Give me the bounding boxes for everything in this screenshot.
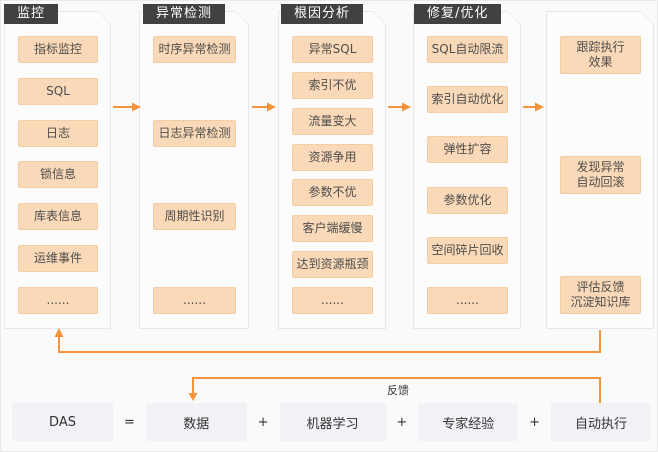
panel-tracking: 跟踪执行 效果 发现异常 自动回滚 评估反馈 沉淀知识库 <box>546 11 654 329</box>
item-box: 跟踪执行 效果 <box>560 36 641 74</box>
item-box: 日志 <box>18 120 98 147</box>
item-box: ...... <box>18 287 98 314</box>
arrow-right-icon <box>113 102 141 112</box>
equals-sign: = <box>123 414 135 430</box>
item-box: 发现异常 自动回滚 <box>560 156 641 194</box>
item-box: SQL自动限流 <box>427 36 508 63</box>
item-box: 时序异常检测 <box>153 36 236 63</box>
equation-term-das: DAS <box>12 403 113 441</box>
item-box: 达到资源瓶颈 <box>292 251 373 278</box>
header-anomaly-detection: 异常检测 <box>143 4 226 24</box>
item-box: 运维事件 <box>18 245 98 272</box>
item-box: 锁信息 <box>18 161 98 188</box>
item-box: ...... <box>292 287 373 314</box>
item-box: 空间碎片回收 <box>427 237 508 264</box>
equation-term-expert-experience: 专家经验 <box>418 403 519 441</box>
item-box: 资源争用 <box>292 144 373 171</box>
panel-fix-optimize: SQL自动限流 索引自动优化 弹性扩容 参数优化 空间碎片回收 ...... <box>413 11 521 329</box>
arrow-right-icon <box>523 102 544 112</box>
item-box: 弹性扩容 <box>427 136 508 163</box>
item-box: 库表信息 <box>18 203 98 230</box>
panel-items: 异常SQL 索引不优 流量变大 资源争用 参数不优 客户端缓慢 达到资源瓶颈 .… <box>292 36 373 314</box>
feedback-label: 反馈 <box>387 384 409 397</box>
item-box: SQL <box>18 78 98 105</box>
feedback-loop-arrow-icon <box>54 328 601 353</box>
equation-term-auto-execution: 自动执行 <box>551 403 651 441</box>
item-box: 索引不优 <box>292 72 373 99</box>
panel-items: 时序异常检测 日志异常检测 周期性识别 ...... <box>153 36 236 314</box>
panel-body <box>140 12 248 328</box>
header-monitoring: 监控 <box>4 4 59 24</box>
header-fix-optimize: 修复/优化 <box>414 4 502 24</box>
equation-term-machine-learning: 机器学习 <box>279 403 386 441</box>
panel-body <box>414 12 520 328</box>
plus-sign: + <box>529 414 541 430</box>
panel-root-cause-analysis: 异常SQL 索引不优 流量变大 资源争用 参数不优 客户端缓慢 达到资源瓶颈 .… <box>278 11 386 329</box>
arrow-right-icon <box>252 102 276 112</box>
panel-items: 跟踪执行 效果 发现异常 自动回滚 评估反馈 沉淀知识库 <box>560 36 641 314</box>
panel-items: 指标监控 SQL 日志 锁信息 库表信息 运维事件 ...... <box>18 36 98 314</box>
item-box: 评估反馈 沉淀知识库 <box>560 276 641 314</box>
item-box: 日志异常检测 <box>153 120 236 147</box>
item-box: 周期性识别 <box>153 203 236 230</box>
header-root-cause-analysis: 根因分析 <box>281 4 364 24</box>
item-box: 指标监控 <box>18 36 98 63</box>
das-equation: DAS = 数据 + 机器学习 + 专家经验 + 自动执行 <box>12 403 651 441</box>
plus-sign: + <box>396 414 408 430</box>
item-box: 流量变大 <box>292 108 373 135</box>
item-box: 参数优化 <box>427 187 508 214</box>
plus-sign: + <box>257 414 269 430</box>
arrow-right-icon <box>388 102 411 112</box>
panel-monitoring: 指标监控 SQL 日志 锁信息 库表信息 运维事件 ...... <box>4 11 111 329</box>
equation-term-data: 数据 <box>145 403 247 441</box>
item-box: ...... <box>153 287 236 314</box>
item-box: 异常SQL <box>292 36 373 63</box>
item-box: 参数不优 <box>292 179 373 206</box>
panel-items: SQL自动限流 索引自动优化 弹性扩容 参数优化 空间碎片回收 ...... <box>427 36 508 314</box>
item-box: 索引自动优化 <box>427 86 508 113</box>
panel-anomaly-detection: 时序异常检测 日志异常检测 周期性识别 ...... <box>139 11 249 329</box>
item-box: ...... <box>427 287 508 314</box>
item-box: 客户端缓慢 <box>292 215 373 242</box>
